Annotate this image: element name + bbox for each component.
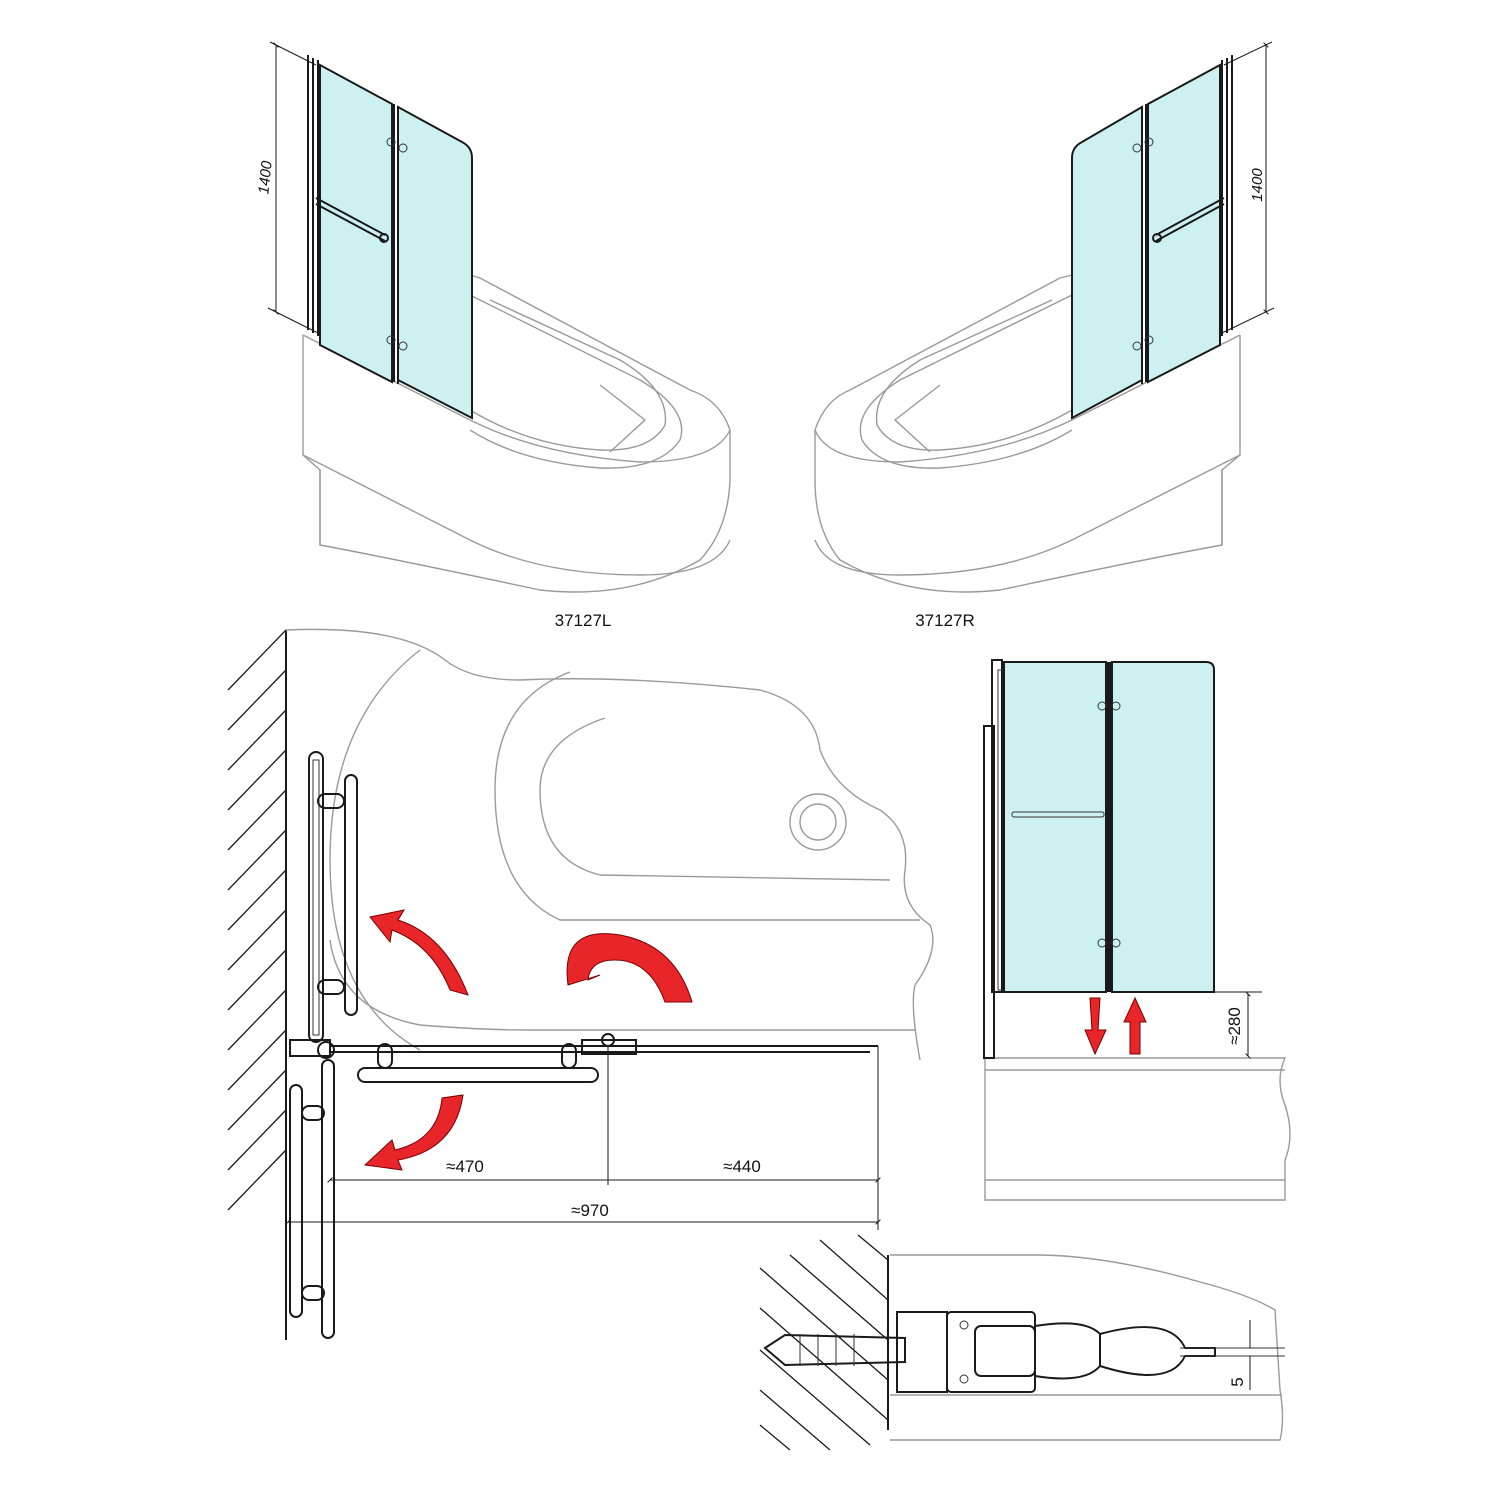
screen-plan-profile xyxy=(289,751,878,1339)
bathtub-plan xyxy=(285,628,934,1061)
detail-outline xyxy=(890,1254,1284,1441)
height-dimension-left: 1400 xyxy=(255,41,319,334)
screen-panels-right xyxy=(1071,55,1233,420)
height-dimension-right: 1400 xyxy=(1221,41,1275,334)
front-panel-b xyxy=(1111,661,1215,993)
view-37127l: 1400 37127L xyxy=(255,41,731,630)
arrow-down xyxy=(1084,997,1107,1056)
height-label-right: 1400 xyxy=(1249,168,1266,202)
bathtub-front xyxy=(984,1057,1291,1201)
model-label-left: 37127L xyxy=(555,611,612,630)
plan-view: ≈470 ≈440 ≈970 xyxy=(227,628,934,1340)
dim-total-970: ≈970 xyxy=(571,1201,609,1220)
fixing-detail: 5 xyxy=(759,1234,1285,1451)
arrow-up xyxy=(1123,996,1147,1055)
dim-panel-440: ≈440 xyxy=(723,1157,761,1176)
front-elevation: ≈280 xyxy=(983,659,1291,1201)
plan-dimensions: ≈470 ≈440 ≈970 xyxy=(285,1046,881,1230)
screen-panels-left xyxy=(307,55,473,420)
rotation-arrows xyxy=(363,909,693,1171)
front-panel-a xyxy=(1003,661,1107,993)
wall-hatch-detail xyxy=(759,1234,889,1451)
dim-lift-280: ≈280 xyxy=(1225,1007,1244,1045)
bathtub-left xyxy=(302,274,731,593)
dim-panel-470: ≈470 xyxy=(446,1157,484,1176)
model-label-right: 37127R xyxy=(915,611,975,630)
view-37127r: 1400 37127R xyxy=(814,41,1275,630)
wall-plug xyxy=(763,1333,906,1367)
dim-gap-5: 5 xyxy=(1228,1377,1247,1386)
wall-hatch-plan xyxy=(227,629,287,1340)
bathtub-right xyxy=(814,274,1241,593)
height-label-left: 1400 xyxy=(255,159,275,195)
